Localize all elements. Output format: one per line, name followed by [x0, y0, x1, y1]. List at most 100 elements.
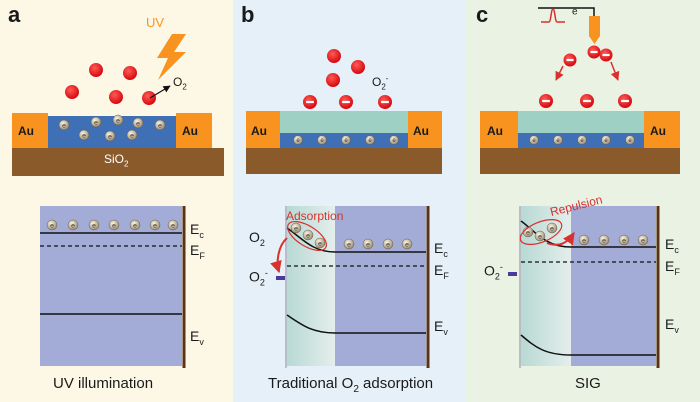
oxygen-molecule: [351, 60, 365, 74]
panel-b-device: [246, 111, 442, 174]
o2-minus-gas-label: O2-: [372, 74, 388, 91]
svg-text:e: e: [318, 240, 322, 247]
negative-ion-icon: [339, 95, 353, 109]
electron-icon: e: [290, 222, 302, 234]
gold-electrode-right: [644, 111, 680, 148]
svg-text:e: e: [582, 237, 586, 244]
electron-icon: e: [362, 238, 374, 250]
pulse-waveform-icon: [541, 8, 565, 23]
oxygen-molecule: [326, 73, 340, 87]
svg-text:e: e: [133, 222, 137, 229]
o2-symbol: O: [249, 229, 260, 245]
gold-electrode-right: [176, 113, 212, 148]
ev-label-a: Ev: [190, 328, 204, 347]
trapped-electrons-ellipse: [287, 220, 327, 252]
band-diagram-c: [571, 206, 656, 366]
electron-icon: e: [104, 130, 116, 142]
negative-ion-icon: [599, 48, 613, 62]
o2-minus-subscript: 2: [259, 277, 265, 288]
ef-subscript: F: [674, 266, 680, 277]
panel-label-b: b: [241, 2, 255, 27]
electron-icon: e: [401, 238, 413, 250]
ev-subscript: v: [674, 324, 679, 335]
substrate-layer: [480, 148, 680, 174]
electron-icon: e: [78, 129, 90, 141]
valence-band: [520, 334, 656, 356]
desorption-arrow: [149, 85, 171, 99]
oxygen-molecule: [109, 90, 123, 104]
gold-electrode-left: [12, 113, 48, 148]
o2-minus-symbol: O: [372, 75, 382, 89]
electron-icon: e: [577, 135, 587, 145]
panel-b-adsorbed-ions: [303, 95, 392, 109]
svg-text:e: e: [622, 237, 626, 244]
panel-b-oxygen-molecules: [326, 49, 365, 87]
gold-label-c-right: Au: [650, 124, 666, 138]
band-diagram-b: [335, 206, 426, 366]
o2-subscript: 2: [259, 237, 265, 248]
electron-icon: e: [317, 135, 327, 145]
ef-subscript: F: [199, 250, 205, 261]
substrate-subscript: 2: [124, 159, 129, 169]
panel-label-a: a: [8, 2, 21, 27]
coating-layer: [518, 111, 644, 133]
o2-minus-superscript: -: [385, 74, 389, 83]
caption-a: UV illumination: [53, 375, 154, 392]
negative-ion-icon: [303, 95, 317, 109]
electron-icon: e: [553, 135, 563, 145]
electron-icon: e: [598, 234, 610, 246]
o2-minus-band-label-c: O2-: [484, 262, 503, 281]
svg-text:e: e: [641, 237, 645, 244]
ec-label-b: Ec: [434, 240, 448, 259]
oxygen-molecule: [123, 66, 137, 80]
svg-text:e: e: [306, 232, 310, 239]
svg-text:e: e: [368, 138, 372, 144]
svg-text:e: e: [526, 229, 530, 236]
trap-state: [508, 272, 517, 276]
o2-minus-symbol: O: [484, 262, 495, 279]
ev-symbol: E: [434, 318, 444, 334]
svg-text:e: e: [153, 222, 157, 229]
electron-icon: e: [126, 129, 138, 141]
electron-icon: e: [46, 219, 58, 231]
ef-label-a: EF: [190, 242, 205, 261]
gold-label-b-right: Au: [413, 124, 429, 138]
electron-gun-body: [589, 16, 600, 36]
svg-text:e: e: [538, 233, 542, 240]
electron-icon: e: [90, 116, 102, 128]
electron-icon: e: [132, 117, 144, 129]
svg-text:e: e: [556, 138, 560, 144]
svg-text:e: e: [158, 122, 162, 129]
svg-text:e: e: [50, 222, 54, 229]
ef-symbol: E: [190, 242, 200, 258]
panel-a-oxygen-molecules: [65, 63, 156, 105]
ef-subscript: F: [443, 270, 449, 281]
svg-text:e: e: [532, 138, 536, 144]
svg-text:e: e: [92, 222, 96, 229]
svg-text:e: e: [94, 119, 98, 126]
electron-icon: e: [58, 119, 70, 131]
o2-minus-superscript: -: [499, 262, 503, 272]
o2-minus-superscript: -: [264, 268, 268, 278]
gold-electrode-left: [480, 111, 518, 148]
caption-b-subscript: 2: [353, 384, 359, 395]
coating-layer: [280, 111, 408, 133]
electron-icon: e: [601, 135, 611, 145]
electron-icon: e: [625, 135, 635, 145]
ev-subscript: v: [199, 336, 204, 347]
svg-text:e: e: [366, 241, 370, 248]
electron-icon: e: [302, 229, 314, 241]
electron-icon: e: [129, 219, 141, 231]
ec-symbol: E: [434, 240, 444, 256]
gold-label-b-left: Au: [251, 124, 267, 138]
svg-text:e: e: [71, 222, 75, 229]
svg-text:e: e: [294, 225, 298, 232]
caption-b: Traditional O2 adsorption: [268, 375, 433, 395]
uv-label: UV: [146, 15, 165, 30]
ec-symbol: E: [665, 236, 675, 252]
electron-icon: e: [578, 234, 590, 246]
substrate-layer: [246, 148, 442, 174]
